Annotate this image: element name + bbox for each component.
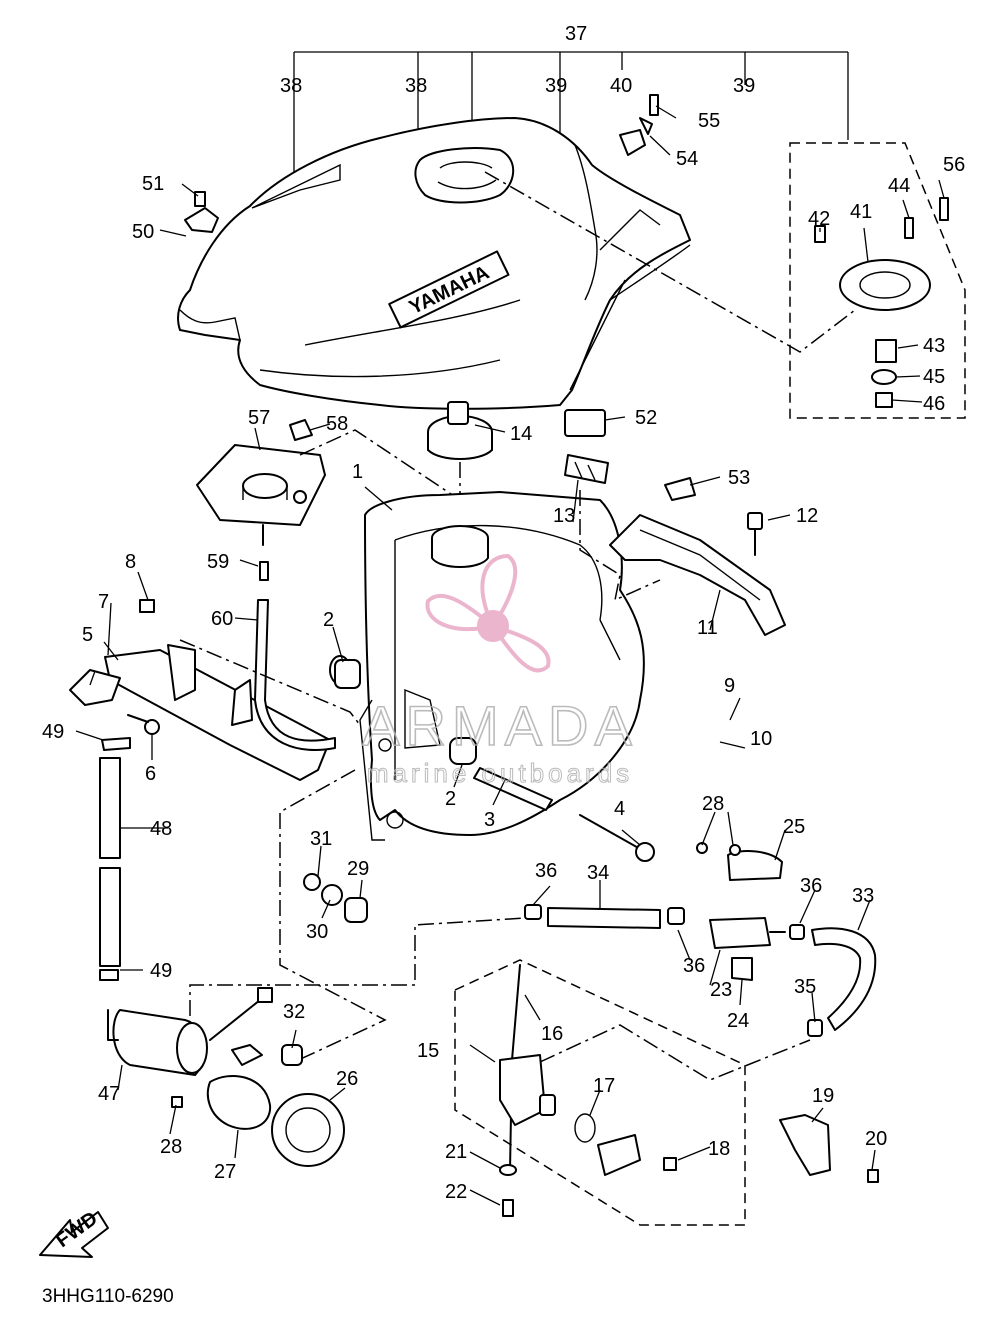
part-label-40: 40	[610, 75, 632, 97]
watermark-tagline: marine outboards	[367, 758, 633, 788]
watermark: ARMADA marine outboards	[361, 553, 638, 789]
part-label-23: 23	[710, 979, 732, 1001]
part-label-3: 3	[484, 809, 495, 831]
part-label-39: 39	[733, 75, 755, 97]
part-label-36: 36	[800, 875, 822, 897]
part-label-27: 27	[214, 1161, 236, 1183]
part-label-1: 1	[352, 461, 363, 483]
part-label-15: 15	[417, 1040, 439, 1062]
part-label-28: 28	[702, 793, 724, 815]
part-label-29: 29	[347, 858, 369, 880]
part-label-55: 55	[698, 110, 720, 132]
part-label-36: 36	[683, 955, 705, 977]
bracket-11	[564, 454, 786, 636]
part-label-49: 49	[150, 960, 172, 982]
diagram-code: 3HHG110-6290	[42, 1286, 174, 1307]
part-label-43: 43	[923, 335, 945, 357]
part-label-47: 47	[98, 1083, 120, 1105]
part-label-32: 32	[283, 1001, 305, 1023]
part-label-18: 18	[708, 1138, 730, 1160]
part-label-38: 38	[405, 75, 427, 97]
tank-cover: YAMAHA	[177, 117, 691, 410]
fuel-pump-47	[107, 987, 345, 1167]
part-label-58: 58	[326, 413, 348, 435]
part-label-2: 2	[445, 788, 456, 810]
left-bracket-7	[69, 561, 361, 781]
part-label-10: 10	[750, 728, 772, 750]
part-label-50: 50	[132, 221, 154, 243]
part-label-54: 54	[676, 148, 698, 170]
tank-mount-parts	[329, 655, 655, 862]
part-label-36: 36	[535, 860, 557, 882]
fuel-cap-14	[427, 401, 493, 515]
part-label-56: 56	[943, 154, 965, 176]
part-label-51: 51	[142, 173, 164, 195]
part-label-52: 52	[635, 407, 657, 429]
part-label-59: 59	[207, 551, 229, 573]
part-label-48: 48	[150, 818, 172, 840]
part-label-14: 14	[510, 423, 532, 445]
part-label-42: 42	[808, 208, 830, 230]
part-label-38: 38	[280, 75, 302, 97]
part-label-17: 17	[593, 1075, 615, 1097]
fuel-tank-1	[359, 491, 645, 841]
part-label-20: 20	[865, 1128, 887, 1150]
leader-lines	[75, 105, 945, 1206]
part-19	[779, 1114, 879, 1183]
part-label-22: 22	[445, 1181, 467, 1203]
part-label-21: 21	[445, 1141, 467, 1163]
part-label-30: 30	[306, 921, 328, 943]
part-label-35: 35	[794, 976, 816, 998]
part-label-26: 26	[336, 1068, 358, 1090]
part-label-13: 13	[553, 505, 575, 527]
part-label-8: 8	[125, 551, 136, 573]
part-label-19: 19	[812, 1085, 834, 1107]
part-label-24: 24	[727, 1010, 749, 1032]
part-label-34: 34	[587, 862, 609, 884]
part-label-46: 46	[923, 393, 945, 415]
watermark-brand: ARMADA	[362, 694, 638, 757]
part-label-6: 6	[145, 763, 156, 785]
plate-57	[196, 429, 461, 546]
fuel-line	[524, 842, 877, 1037]
fwd-arrow: FWD	[39, 1207, 109, 1258]
part-label-12: 12	[796, 505, 818, 527]
lower-left-area	[189, 769, 526, 1064]
part-label-25: 25	[783, 816, 805, 838]
part-label-60: 60	[211, 608, 233, 630]
part-label-57: 57	[248, 407, 270, 429]
hose-48	[99, 737, 131, 981]
part-label-4: 4	[614, 798, 625, 820]
part-label-41: 41	[850, 201, 872, 223]
part-label-11: 11	[697, 617, 718, 639]
part-label-33: 33	[852, 885, 874, 907]
part-label-28: 28	[160, 1136, 182, 1158]
part-label-7: 7	[98, 591, 109, 613]
part-label-39: 39	[545, 75, 567, 97]
part-label-31: 31	[310, 828, 332, 850]
part-label-53: 53	[728, 467, 750, 489]
part-label-5: 5	[82, 624, 93, 646]
part-labels: 37 38 38 39 39 40 55 54 56 44 42 41 43 4…	[42, 23, 965, 1203]
part-label-16: 16	[541, 1023, 563, 1045]
part-label-45: 45	[923, 366, 945, 388]
part-label-49: 49	[42, 721, 64, 743]
part-label-2: 2	[323, 609, 334, 631]
fuel-cock-15	[454, 959, 811, 1226]
cap-assembly-box	[484, 142, 966, 419]
small-parts-top	[184, 94, 659, 441]
part-label-9: 9	[724, 675, 735, 697]
part-label-44: 44	[888, 175, 910, 197]
part-label-37: 37	[565, 23, 587, 45]
